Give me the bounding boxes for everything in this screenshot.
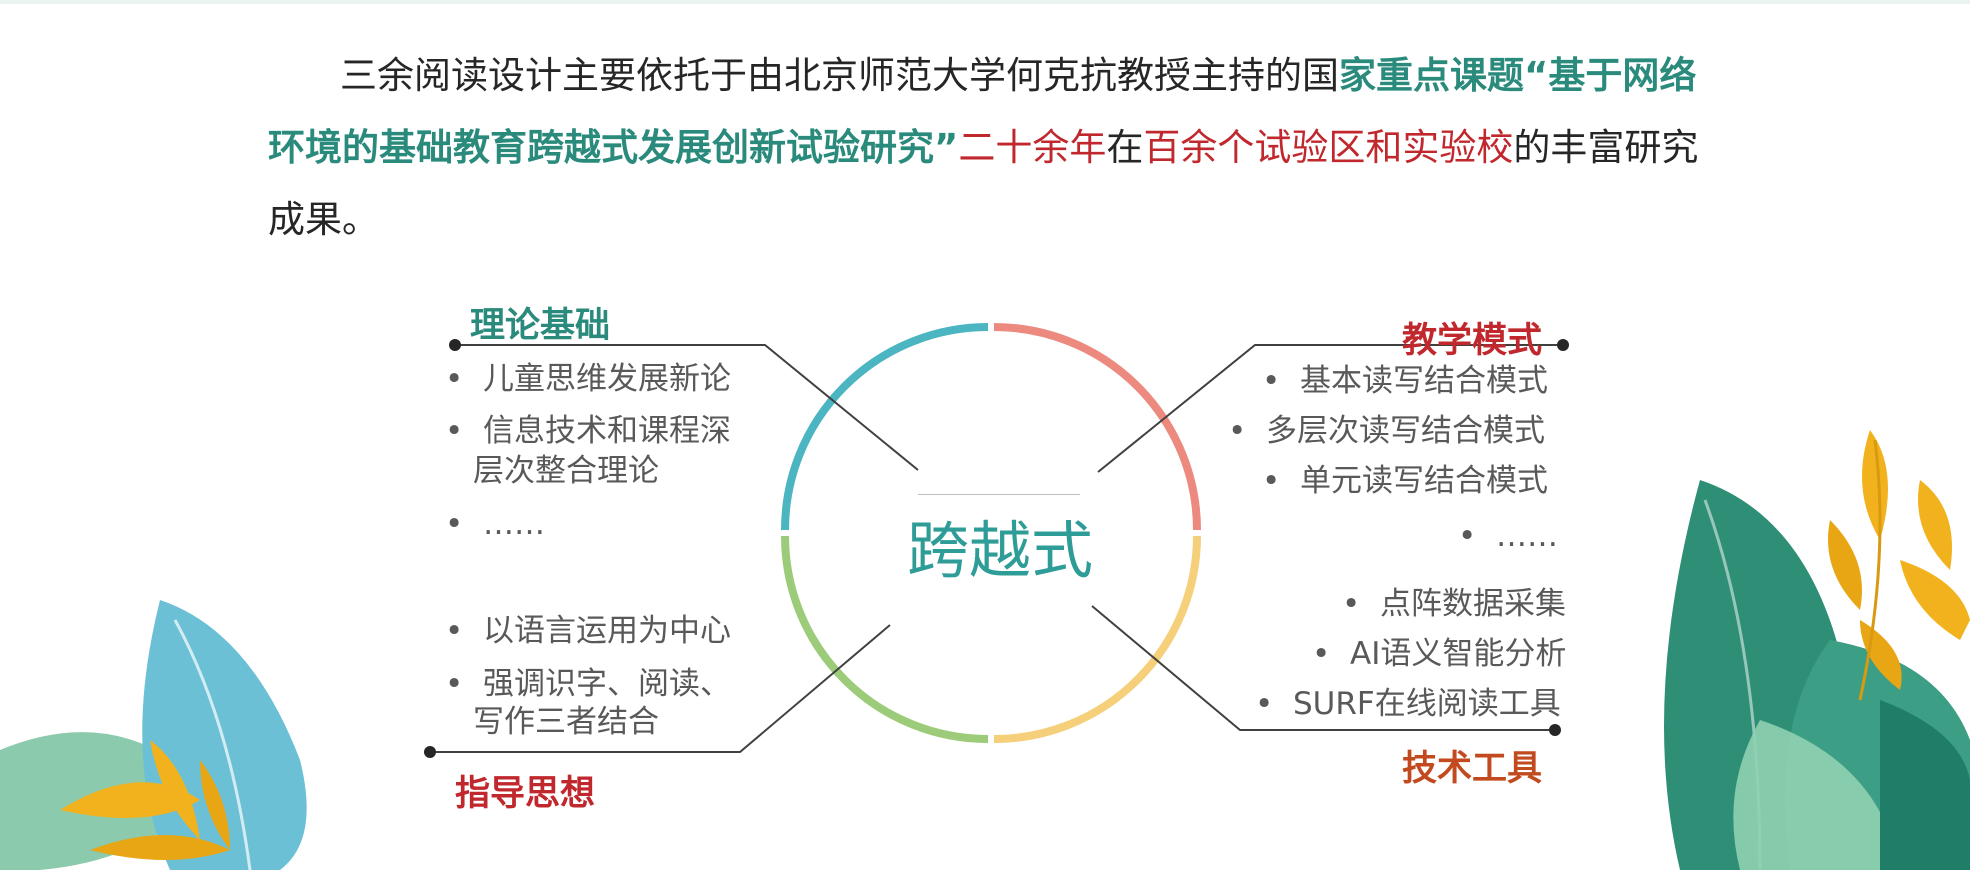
tools-item-1: • 点阵数据采集: [1342, 586, 1566, 622]
theory-item-2-cont: 层次整合理论: [473, 453, 659, 489]
ring-segment-pink: [993, 323, 1201, 531]
teaching-item-2: • 多层次读写结合模式: [1228, 413, 1545, 449]
intro-text-2: 在: [1106, 126, 1144, 169]
connector-dot-tools: [1549, 724, 1561, 736]
guiding-item-1: • 以语言运用为中心: [445, 613, 731, 649]
connector-dot-guiding: [424, 746, 436, 758]
tools-title: 技术工具: [1402, 749, 1543, 789]
ring-segment-yellow: [993, 535, 1201, 743]
teaching-item-3: • 单元读写结合模式: [1262, 463, 1548, 499]
guiding-item-2-cont: 写作三者结合: [473, 704, 659, 740]
connector-teaching: [1097, 344, 1563, 473]
guiding-item-2: • 强调识字、阅读、: [445, 666, 731, 702]
center-underline: [918, 494, 1080, 495]
theory-item-2: • 信息技术和课程深: [445, 413, 731, 449]
ring-segment-green: [781, 535, 989, 743]
intro-project-title: 家重点课题“基于网络环境的基础教育跨越式发展创新试验研究”: [268, 54, 1697, 169]
teaching-item-1: • 基本读写结合模式: [1262, 363, 1548, 399]
intro-years: 二十余年: [958, 126, 1107, 169]
left-leaves-decoration: [0, 600, 307, 870]
center-label: 跨越式: [906, 514, 1093, 587]
intro-text-1: 三余阅读设计主要依托于由北京师范大学何克抗教授主持的国: [340, 54, 1339, 97]
intro-paragraph: 三余阅读设计主要依托于由北京师范大学何克抗教授主持的国家重点课题“基于网络环境的…: [268, 40, 1708, 256]
theory-item-3: • ……: [445, 506, 545, 542]
theory-title: 理论基础: [470, 306, 611, 346]
intro-text-3: 的丰富研究成果。: [268, 126, 1699, 241]
connector-theory: [455, 344, 919, 471]
guiding-title: 指导思想: [455, 774, 596, 814]
teaching-title: 教学模式: [1402, 321, 1543, 361]
right-leaves-decoration: [1664, 430, 1970, 870]
connector-dot-teaching: [1557, 339, 1569, 351]
teaching-item-4: • ……: [1458, 518, 1558, 554]
connector-dot-theory: [449, 339, 461, 351]
top-border: [0, 0, 1970, 4]
connector-tools: [1091, 605, 1555, 731]
tools-item-3: • SURF在线阅读工具: [1255, 686, 1561, 722]
tools-item-2: • AI语义智能分析: [1312, 636, 1567, 672]
ring-segment-teal: [781, 323, 989, 531]
connector-guiding: [430, 624, 891, 753]
intro-sites: 百余个试验区和实验校: [1143, 126, 1514, 169]
theory-item-1: • 儿童思维发展新论: [445, 361, 731, 397]
